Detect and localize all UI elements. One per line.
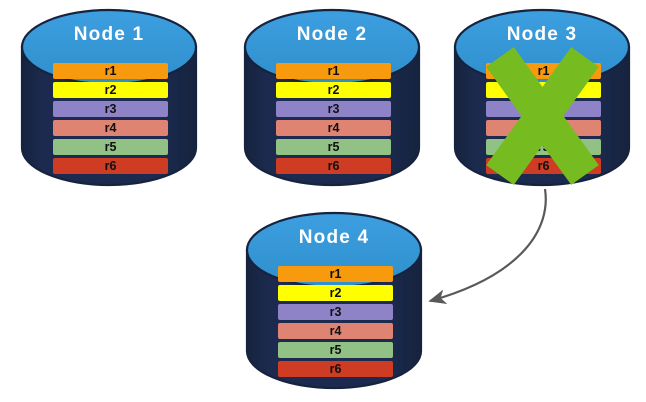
record-bar-r5 xyxy=(276,139,391,155)
record-bar-r6 xyxy=(53,158,168,174)
cross-stroke-a xyxy=(486,47,599,185)
record-bar-r6 xyxy=(278,361,393,377)
record-label-r1: r1 xyxy=(538,64,550,78)
record-bar-r4 xyxy=(276,120,391,136)
cylinder-top xyxy=(453,8,631,86)
record-bar-r5 xyxy=(486,139,601,155)
node-node2[interactable]: Node 2 r1 r2 r3 r4 r5 r6 xyxy=(243,8,421,187)
record-label-r1: r1 xyxy=(105,64,117,78)
node-node4[interactable]: Node 4 r1 r2 r3 r4 r5 r6 xyxy=(245,211,423,390)
record-label-r1: r1 xyxy=(328,64,340,78)
record-label-r2: r2 xyxy=(538,83,550,97)
record-bar-r1 xyxy=(276,63,391,79)
record-bar-r4 xyxy=(278,323,393,339)
record-label-r3: r3 xyxy=(105,102,117,116)
record-bar-r4 xyxy=(486,120,601,136)
record-label-r2: r2 xyxy=(328,83,340,97)
record-bar-r1 xyxy=(53,63,168,79)
cylinder-body xyxy=(20,45,198,187)
record-label-r5: r5 xyxy=(538,140,550,154)
record-label-r6: r6 xyxy=(105,159,117,173)
record-label-r6: r6 xyxy=(330,362,342,376)
record-bar-r5 xyxy=(278,342,393,358)
failover-arrow-path xyxy=(428,188,547,304)
record-label-r2: r2 xyxy=(105,83,117,97)
record-bar-r6 xyxy=(276,158,391,174)
node-title: Node 1 xyxy=(74,24,145,45)
record-bar-r2 xyxy=(276,82,391,98)
cylinder-top xyxy=(243,8,421,86)
failover-arrow xyxy=(428,188,547,304)
failure-cross-icon xyxy=(486,47,599,185)
record-label-r3: r3 xyxy=(538,102,550,116)
record-label-r4: r4 xyxy=(330,324,342,338)
node-title: Node 2 xyxy=(297,24,368,45)
cylinder-top xyxy=(20,8,198,86)
node-node1[interactable]: Node 1 r1 r2 r3 r4 r5 r6 xyxy=(20,8,198,187)
record-label-r5: r5 xyxy=(330,343,342,357)
record-label-r4: r4 xyxy=(105,121,117,135)
record-label-r6: r6 xyxy=(538,159,550,173)
record-bar-r1 xyxy=(278,266,393,282)
record-bar-r2 xyxy=(278,285,393,301)
record-label-r2: r2 xyxy=(330,286,342,300)
cylinder-top xyxy=(245,211,423,289)
record-bar-r5 xyxy=(53,139,168,155)
record-bar-r3 xyxy=(486,101,601,117)
record-label-r1: r1 xyxy=(330,267,342,281)
node-title: Node 3 xyxy=(507,24,578,45)
cross-stroke-b xyxy=(486,47,599,185)
cylinder-body xyxy=(245,248,423,390)
node-node3[interactable]: Node 3 r1 r2 r3 r4 r5 r6 xyxy=(453,8,631,187)
record-label-r6: r6 xyxy=(328,159,340,173)
record-label-r4: r4 xyxy=(538,121,550,135)
record-label-r5: r5 xyxy=(328,140,340,154)
record-label-r5: r5 xyxy=(105,140,117,154)
record-label-r3: r3 xyxy=(330,305,342,319)
record-bar-r3 xyxy=(53,101,168,117)
cylinder-body xyxy=(243,45,421,187)
node-title: Node 4 xyxy=(299,227,370,248)
record-bar-r6 xyxy=(486,158,601,174)
record-bar-r3 xyxy=(276,101,391,117)
record-bar-r2 xyxy=(486,82,601,98)
record-label-r4: r4 xyxy=(328,121,340,135)
record-bar-r2 xyxy=(53,82,168,98)
record-bar-r4 xyxy=(53,120,168,136)
record-bar-r1 xyxy=(486,63,601,79)
cylinder-body xyxy=(453,45,631,187)
record-label-r3: r3 xyxy=(328,102,340,116)
record-bar-r3 xyxy=(278,304,393,320)
